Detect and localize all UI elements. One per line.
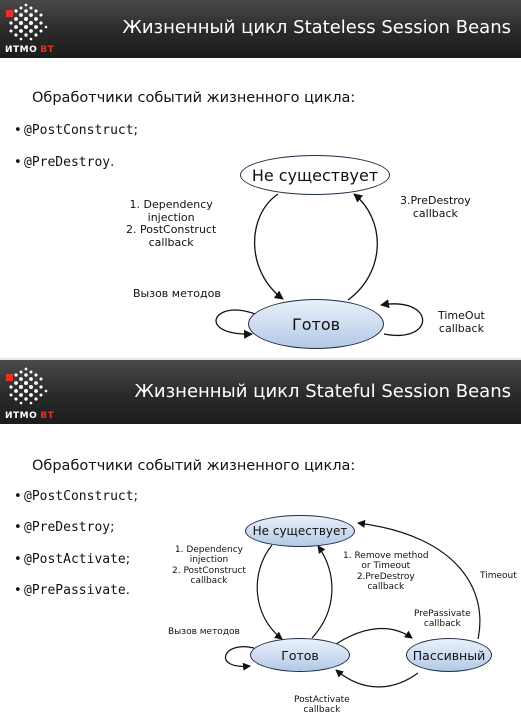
label-remove: 1. Remove method or Timeout 2.PreDestroy… xyxy=(343,551,429,593)
method-call-loop-arrow xyxy=(224,646,255,671)
label-method-calls: Вызов методов xyxy=(168,627,240,637)
bullet-item: •@PostConstruct; xyxy=(14,489,138,504)
label-method-calls: Вызов методов xyxy=(133,287,221,300)
passive-timeout-arrow xyxy=(357,519,481,640)
label-create: 1. Dependency injection 2. PostConstruct… xyxy=(126,198,217,249)
bullet-item: •@PreDestroy. xyxy=(14,155,115,170)
itmo-logo-icon xyxy=(6,367,48,405)
remove-arrow xyxy=(311,545,333,639)
method-call-loop-arrow xyxy=(215,309,256,339)
state-not-exists: Не существует xyxy=(245,515,355,547)
bullet-item: •@PrePassivate. xyxy=(14,583,130,598)
postactivate-arrow xyxy=(335,669,419,688)
label-timeout: Timeout xyxy=(480,571,517,581)
state-ready: Готов xyxy=(248,299,384,349)
state-ready: Готов xyxy=(250,638,350,672)
create-arrow xyxy=(253,193,284,300)
label-prepassivate: PrePassivate callback xyxy=(414,609,471,630)
transition-arrows xyxy=(224,519,481,688)
label-timeout: TimeOut callback xyxy=(438,309,485,335)
prepassivate-arrow xyxy=(335,627,413,645)
subheading: Обработчики событий жизненного цикла: xyxy=(32,458,356,474)
state-not-exists: Не существует xyxy=(240,155,390,195)
bullet-item: •@PostConstruct; xyxy=(14,123,138,138)
label-create: 1. Dependency injection 2. PostConstruct… xyxy=(172,545,246,587)
label-postactivate: PostActivate callback xyxy=(294,695,350,716)
subheading: Обработчики событий жизненного цикла: xyxy=(32,90,356,106)
timeout-loop-arrow xyxy=(380,299,424,336)
bullet-item: •@PostActivate; xyxy=(14,552,131,567)
transition-arrows xyxy=(215,193,424,339)
destroy-arrow xyxy=(347,193,378,301)
label-destroy: 3.PreDestroy callback xyxy=(400,194,471,220)
slide-separator xyxy=(0,358,521,360)
bullet-item: •@PreDestroy; xyxy=(14,520,115,535)
slide-title: Жизненный цикл Stateless Session Beans xyxy=(122,17,511,38)
state-passive: Пассивный xyxy=(406,638,492,672)
slide-title: Жизненный цикл Stateful Session Beans xyxy=(134,381,511,402)
create-arrow xyxy=(256,544,283,640)
itmo-logo-icon xyxy=(6,3,48,41)
